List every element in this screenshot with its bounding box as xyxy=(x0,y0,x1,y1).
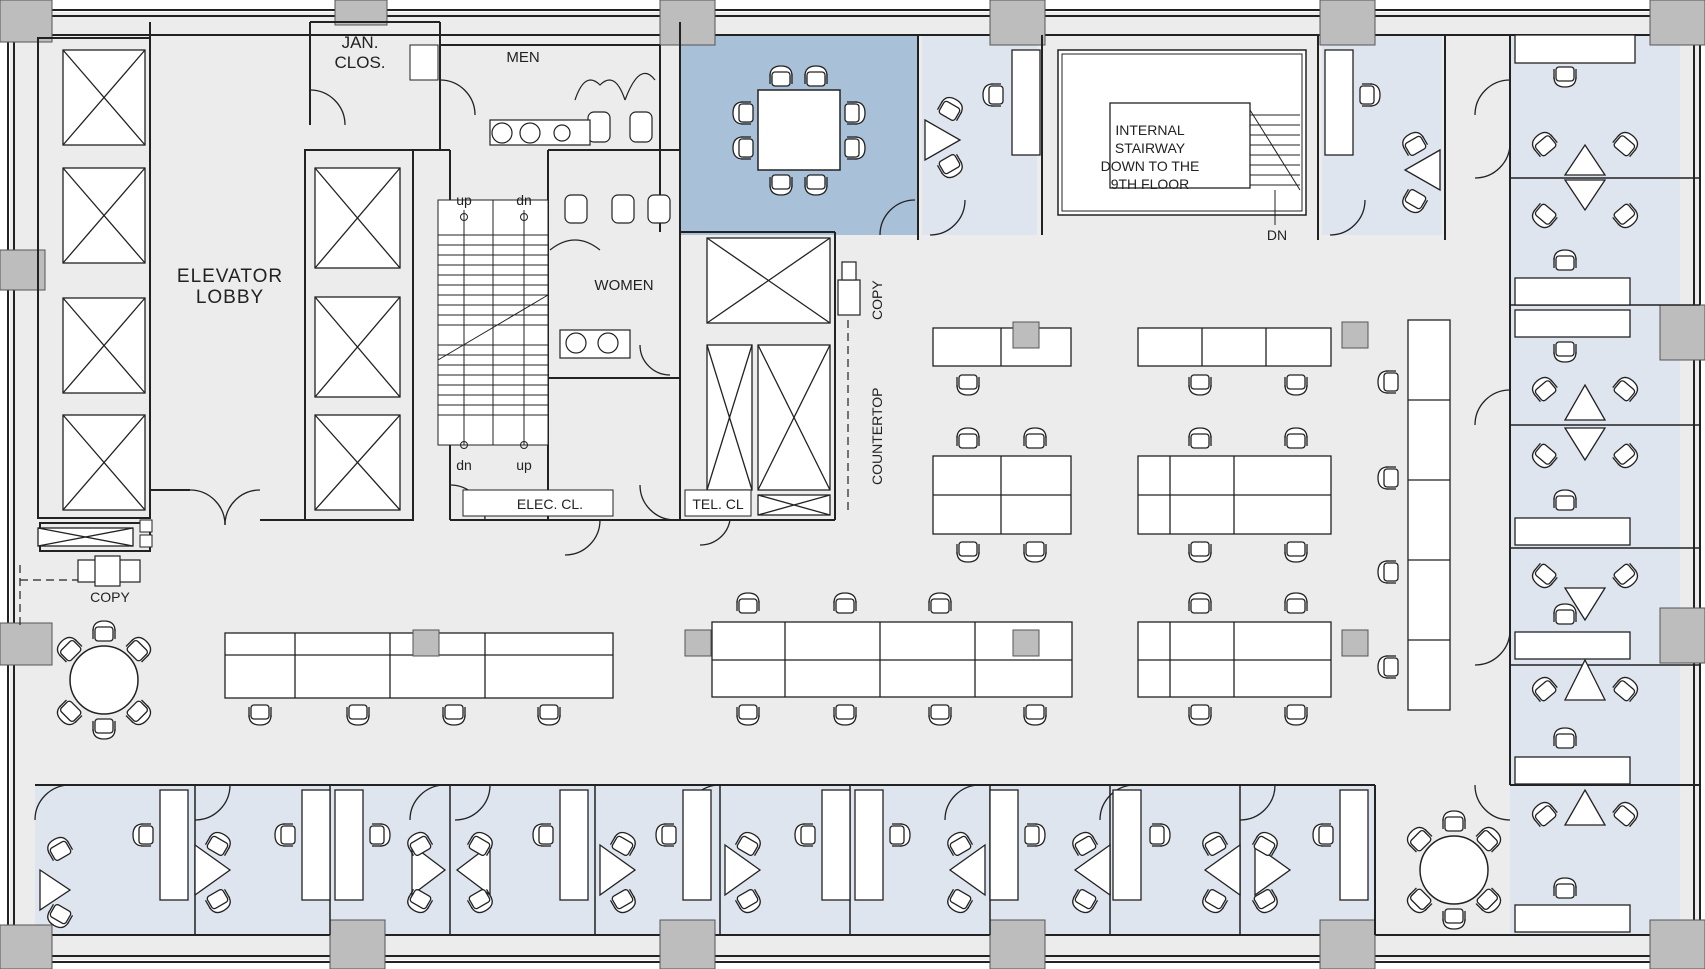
countertop-label: COUNTERTOP xyxy=(869,388,885,486)
elevator-x-icon xyxy=(37,49,831,547)
toilet-icon xyxy=(564,111,671,224)
door-swing-icon xyxy=(34,79,1511,821)
small-boxes xyxy=(139,44,752,548)
exterior-walls xyxy=(7,9,1701,963)
stair-up-label-bottom: up xyxy=(516,457,532,473)
office-desks xyxy=(159,34,1636,933)
file-cabinets xyxy=(412,321,1369,657)
internal-stair-dn-label: DN xyxy=(1267,227,1287,243)
men-room-label: MEN xyxy=(506,49,539,66)
elevator-lobby-label-line1: ELEVATOR xyxy=(177,266,283,287)
stair-dn-label-bottom: dn xyxy=(456,457,472,473)
internal-stairway-label-line4: 9TH FLOOR xyxy=(1111,176,1190,192)
elevator-lobby-label-line2: LOBBY xyxy=(196,287,264,308)
women-room-label: WOMEN xyxy=(594,277,653,294)
internal-stairway-label-line1: INTERNAL xyxy=(1115,122,1184,138)
elec-closet-label: ELEC. CL. xyxy=(517,496,583,512)
round-tables xyxy=(69,645,1489,905)
restroom-partitions xyxy=(549,72,656,251)
stair-dn-label-top: dn xyxy=(516,192,532,208)
tel-closet-label: TEL. CL xyxy=(692,496,744,512)
sink-icon xyxy=(489,119,631,359)
triangle-tables xyxy=(39,118,1607,912)
countertop xyxy=(19,320,849,625)
copy-label-left: COPY xyxy=(90,589,130,605)
internal-stairway-label-line3: DOWN TO THE xyxy=(1101,158,1200,174)
internal-stairway-label-line2: STAIRWAY xyxy=(1115,140,1186,156)
conference-table xyxy=(732,65,866,196)
copier-icon xyxy=(77,261,861,587)
stair-up-label-top: up xyxy=(456,192,472,208)
jan-clos-label-line1: JAN. xyxy=(342,33,379,52)
core-stairs xyxy=(437,199,549,449)
copy-label-right: COPY xyxy=(869,280,885,320)
jan-clos-label-line2: CLOS. xyxy=(334,53,385,72)
workstations xyxy=(224,319,1451,711)
internal-stair-treads xyxy=(1249,109,1301,225)
